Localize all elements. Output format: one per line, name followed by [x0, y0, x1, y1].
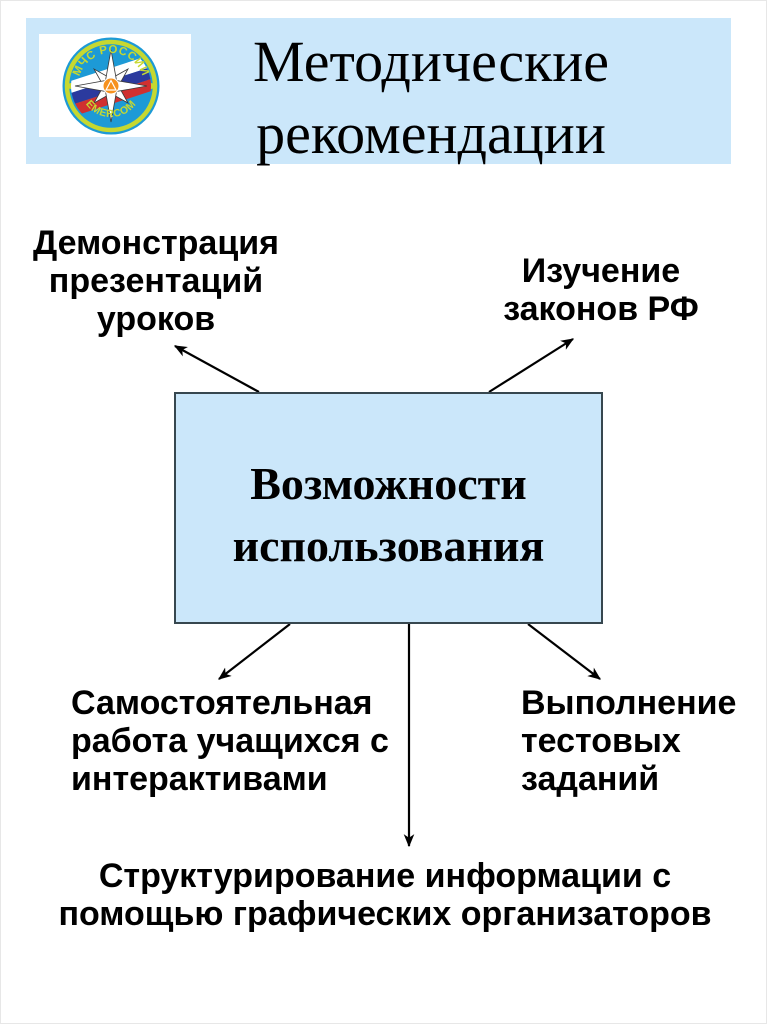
- node-independent-work: Самостоятельная работа учащихся с интера…: [71, 684, 389, 798]
- arrow-bottom-right: [527, 623, 601, 680]
- slide-title: Методические рекомендации: [252, 29, 610, 166]
- arrow-bottom-left: [218, 623, 291, 680]
- arrow-top-right: [488, 338, 574, 393]
- emercom-logo: МЧС РОССИИ EMERCOM: [39, 34, 191, 137]
- center-box-label: Возможности использования: [232, 458, 545, 571]
- emblem-ring: [64, 39, 158, 133]
- emercom-emblem-icon: МЧС РОССИИ EMERCOM: [39, 34, 191, 137]
- node-laws: Изучение законов РФ: [503, 252, 699, 328]
- civil-defense-triangle: [105, 79, 117, 91]
- node-demonstration: Демонстрация презентаций уроков: [33, 224, 279, 338]
- node-tests: Выполнение тестовых заданий: [521, 684, 737, 798]
- arrow-top-left: [173, 345, 260, 393]
- center-box: Возможности использования: [174, 392, 603, 624]
- slide-header: МЧС РОССИИ EMERCOM Методические рекоменд…: [26, 18, 731, 166]
- node-structuring: Структурирование информации с помощью гр…: [58, 857, 712, 933]
